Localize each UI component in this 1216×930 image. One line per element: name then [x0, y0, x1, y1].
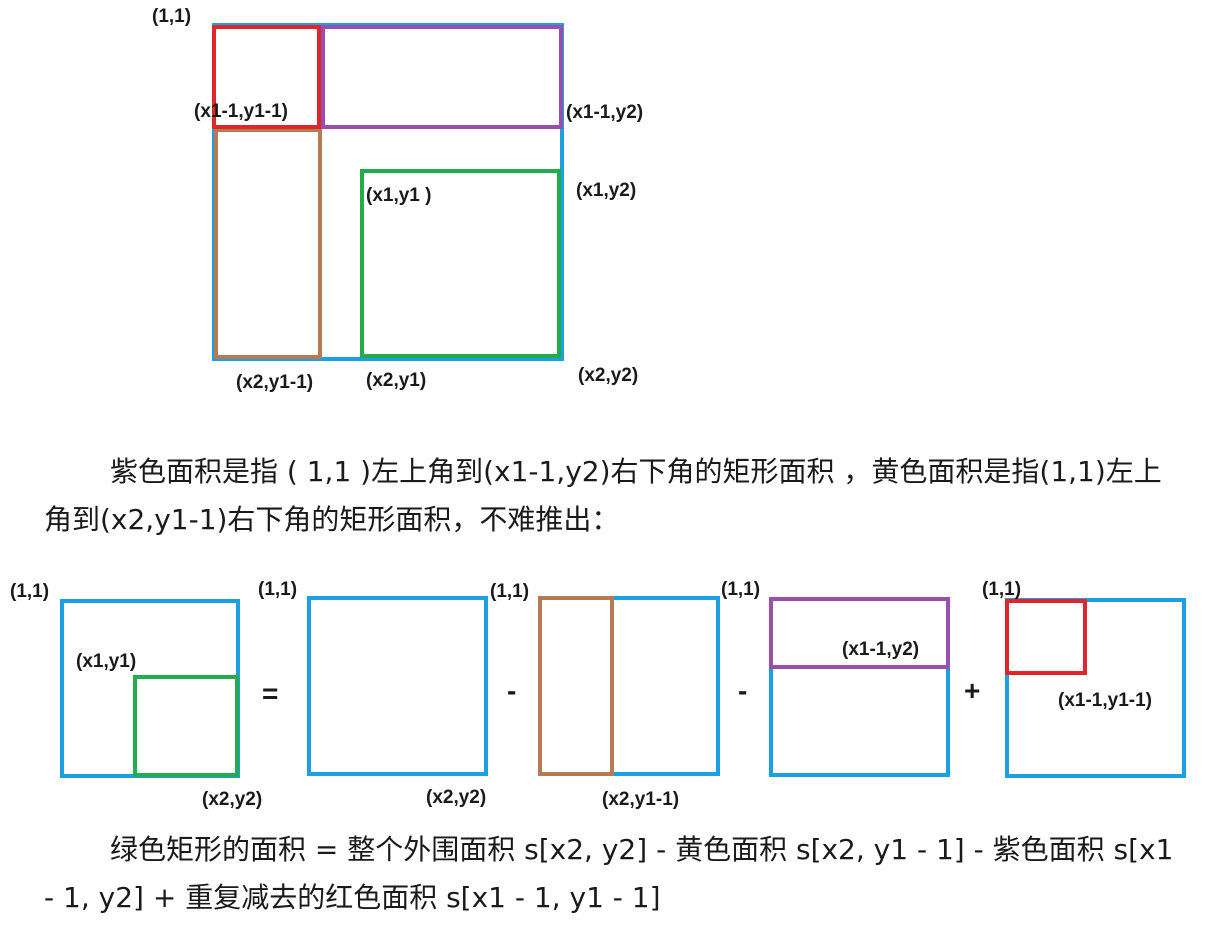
- explanation-paragraph: 紫色面积是指 ( 1,1 )左上角到(x1-1,y2)右下角的矩形面积 ，黄色面…: [44, 455, 1162, 536]
- panel-purple: (1,1) (x1-1,y2): [721, 579, 950, 777]
- panel4-outer-rect: [769, 597, 950, 777]
- panel1-green-rect: [133, 675, 239, 777]
- brown-rect: [214, 128, 322, 359]
- top-diagram: (1,1) (x1-1,y1-1) (x1-1,y2) (x1,y1 ) (x1…: [152, 6, 643, 393]
- panel3-outer-rect: [538, 596, 720, 776]
- panel2-end-label: (x2,y2): [426, 787, 486, 808]
- panel1-end-label: (x2,y2): [202, 789, 262, 810]
- panel-whole: (1,1) (x2,y2): [258, 579, 488, 808]
- panel3-end-label: (x2,y1-1): [602, 789, 679, 810]
- panel-green: (1,1) (x1,y1) (x2,y2): [10, 581, 262, 810]
- panel-yellow: (1,1) (x2,y1-1): [490, 581, 720, 810]
- label-origin: (1,1): [152, 6, 191, 27]
- panel5-end-label: (x1-1,y1-1): [1058, 690, 1152, 711]
- minus-sign-1: -: [507, 675, 516, 706]
- label-purple-corner: (x1-1,y2): [566, 102, 643, 123]
- panel5-origin-label: (1,1): [982, 579, 1021, 600]
- green-rect: [360, 169, 561, 358]
- label-brown-corner: (x2,y1-1): [236, 372, 313, 393]
- plus-sign: +: [964, 675, 980, 706]
- panel1-outer-rect: [60, 599, 240, 778]
- panel5-red-rect: [1005, 599, 1087, 675]
- panel4-purple-rect: [769, 597, 950, 669]
- red-rect: [212, 25, 321, 129]
- panel1-start-label: (x1,y1): [76, 651, 136, 672]
- label-outer-corner: (x2,y2): [578, 365, 638, 386]
- minus-sign-2: -: [738, 675, 747, 706]
- panel3-brown-rect: [538, 596, 614, 776]
- panel3-origin-label: (1,1): [490, 581, 529, 602]
- label-green-bottom: (x2,y1): [366, 370, 426, 391]
- equals-sign: =: [262, 678, 278, 709]
- panel1-origin-label: (1,1): [10, 581, 49, 602]
- purple-rect: [321, 25, 563, 129]
- panel4-end-label: (x1-1,y2): [842, 639, 919, 660]
- label-red-corner: (x1-1,y1-1): [194, 101, 288, 122]
- panel5-outer-rect: [1005, 598, 1186, 778]
- label-green-start: (x1,y1 ): [366, 185, 431, 206]
- panel-red: (1,1) (x1-1,y1-1): [982, 579, 1186, 778]
- label-green-right: (x1,y2): [576, 180, 636, 201]
- panel4-origin-label: (1,1): [721, 579, 760, 600]
- formula-row: (1,1) (x1,y1) (x2,y2) = (1,1) (x2,y2) - …: [10, 579, 1186, 810]
- panel2-origin-label: (1,1): [258, 579, 297, 600]
- panel2-outer-rect: [307, 596, 488, 776]
- formula-paragraph: 绿色矩形的面积 = 整个外围面积 s[x2, y2] - 黄色面积 s[x2, …: [44, 833, 1174, 914]
